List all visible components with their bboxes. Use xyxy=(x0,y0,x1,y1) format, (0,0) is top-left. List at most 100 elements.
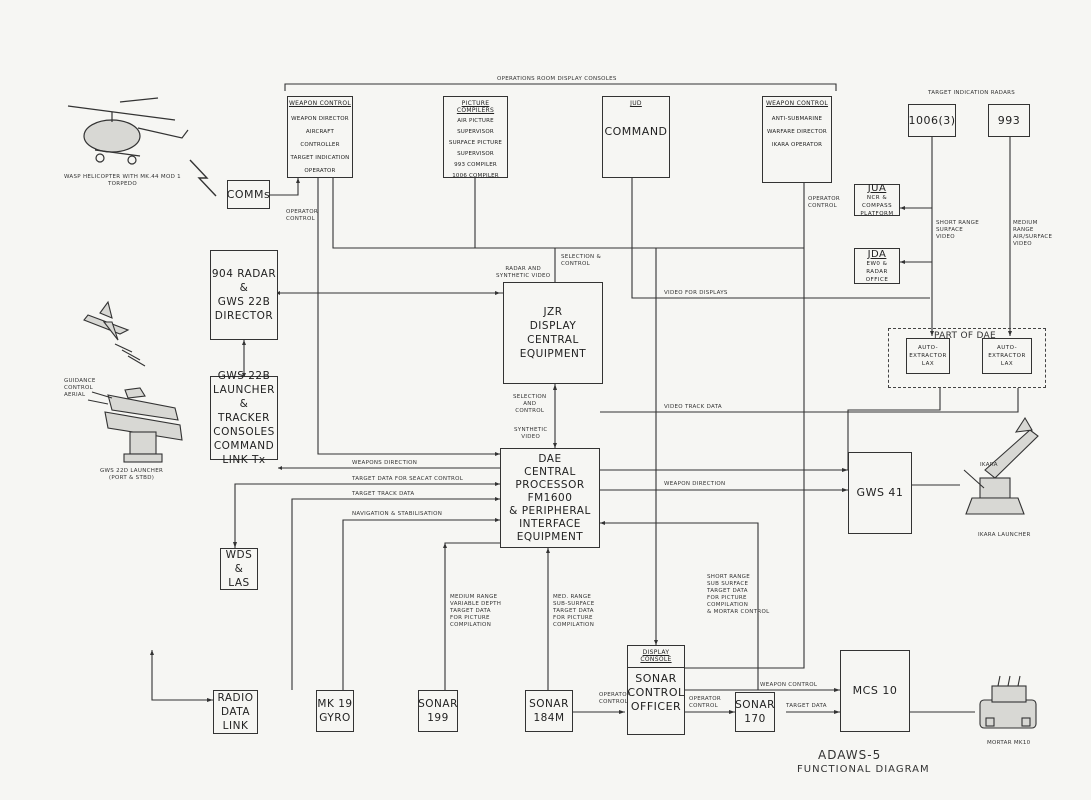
box-line: DATA xyxy=(220,706,251,718)
comms-label: COMMs xyxy=(226,187,271,201)
navigation-stabilisation-label: NAVIGATION & STABILISATION xyxy=(352,511,443,517)
ops-room-label: OPERATIONS ROOM DISPLAY CONSOLES xyxy=(497,76,617,82)
box-line: TRACKER xyxy=(218,412,270,424)
box-line: RADAR xyxy=(866,268,888,275)
operator-control-label: OPERATOR CONTROL xyxy=(689,696,721,710)
box-line: COMMAND xyxy=(213,440,275,452)
console-item: IKARA OPERATOR xyxy=(771,142,823,148)
wasp-label: WASP HELICOPTER WITH MK.44 MOD 1 TORPEDO xyxy=(64,174,181,188)
med-sub-surface-label: MED. RANGE SUB-SURFACE TARGET DATA FOR P… xyxy=(553,594,595,629)
label-line: CONTROL xyxy=(515,408,545,414)
label-line: CONTROL xyxy=(561,261,590,267)
box-line: COMPASS xyxy=(861,202,893,209)
weapon-control-console-2: WEAPON CONTROL ANTI-SUBMARINE WARFARE DI… xyxy=(762,96,832,183)
label-line: & MORTAR CONTROL xyxy=(707,609,770,615)
console-header: JUD xyxy=(630,100,642,107)
label-line: TARGET DATA xyxy=(553,608,594,614)
label-line: CONTROL xyxy=(808,203,837,209)
box-line: CONSOLES xyxy=(213,426,275,438)
box-line: LAS xyxy=(228,577,250,589)
mortar-icon xyxy=(979,675,1037,729)
label-line: COMPILATION xyxy=(707,602,749,608)
target-track-label: TARGET TRACK DATA xyxy=(352,491,415,497)
part-of-dae-group xyxy=(888,328,1046,388)
label-line: SELECTION xyxy=(513,394,547,400)
jua-box: JUA NCR & COMPASS PLATFORM xyxy=(854,182,900,217)
jua-title: JUA xyxy=(867,182,887,194)
ikara-launcher-icon xyxy=(963,416,1039,515)
command-console: JUD COMMAND xyxy=(602,96,670,178)
console-header: WEAPON CONTROL xyxy=(288,100,352,107)
label-line: SYNTHETIC xyxy=(514,427,548,433)
label-line: AND xyxy=(523,401,537,407)
box-line: 904 RADAR & xyxy=(211,268,277,294)
sonar-199-box: SONAR 199 xyxy=(418,690,458,732)
box-line: EXTRACTOR xyxy=(909,353,947,359)
auto-extractor-2: AUTO- EXTRACTOR LAX xyxy=(982,338,1032,374)
mcs10-label: MCS 10 xyxy=(852,684,898,697)
selection-control-label: SELECTION & CONTROL xyxy=(561,254,601,268)
label-line: GUIDANCE xyxy=(64,378,96,384)
video-displays-label: VIDEO FOR DISPLAYS xyxy=(664,290,728,296)
radar-993-label: 993 xyxy=(997,113,1021,127)
label-line: VIDEO xyxy=(521,434,541,440)
radar-993-box: 993 xyxy=(988,104,1030,137)
label-line: VARIABLE DEPTH xyxy=(450,601,502,607)
label-line: TARGET DATA xyxy=(707,588,748,594)
console-item: SUPERVISOR xyxy=(457,151,494,157)
box-line: 199 xyxy=(427,712,449,724)
box-line: SONAR xyxy=(529,698,569,710)
label-line: AERIAL xyxy=(64,392,86,398)
box-line: LINK Tx xyxy=(222,454,266,466)
box-line: GWS 22B xyxy=(217,370,271,382)
label-line: COMPILATION xyxy=(553,622,595,628)
label-line: RANGE xyxy=(1013,227,1034,233)
guidance-label: GUIDANCE CONTROL AERIAL xyxy=(64,378,96,399)
synthetic-video-label: SYNTHETIC VIDEO xyxy=(514,427,547,441)
box-line: SONAR xyxy=(735,699,775,711)
gws22d-label: GWS 22D LAUNCHER (PORT & STBD) xyxy=(100,468,163,482)
console-header: PICTURE COMPILERS xyxy=(456,100,495,114)
box-line: CENTRAL xyxy=(527,334,579,346)
mk19-gyro-box: MK 19 GYRO xyxy=(316,690,354,732)
sonar-170-box: SONAR 170 xyxy=(735,692,775,732)
box-line: DIRECTOR xyxy=(214,310,274,322)
radar-1006-box: 1006(3) xyxy=(908,104,956,137)
console-item: SURFACE PICTURE xyxy=(448,140,503,146)
jda-title: JDA xyxy=(867,248,887,260)
box-line: NCR & xyxy=(866,194,888,201)
box-line: DISPLAY xyxy=(529,320,577,332)
weapons-direction-label: WEAPONS DIRECTION xyxy=(352,460,418,466)
label-line: OPERATOR xyxy=(286,209,318,215)
picture-compilers-console: PICTURE COMPILERS AIR PICTURE SUPERVISOR… xyxy=(443,96,508,179)
box-line: AUTO- xyxy=(917,345,939,351)
gws41-box: GWS 41 xyxy=(848,452,912,534)
box-line: PROCESSOR xyxy=(515,478,585,491)
jzr-display-box: JZR DISPLAY CENTRAL EQUIPMENT xyxy=(503,282,603,384)
box-line: JZR xyxy=(543,306,563,318)
box-line: FM1600 xyxy=(527,491,573,504)
box-line: 184M xyxy=(533,712,565,724)
sonar-control-officer-box: DISPLAY CONSOLE SONAR CONTROL OFFICER xyxy=(627,645,685,735)
label-line: OPERATOR xyxy=(689,696,721,702)
label-line: SHORT RANGE xyxy=(707,574,750,580)
mortar-label: MORTAR MK10 xyxy=(987,740,1031,746)
comms-box: COMMs xyxy=(227,180,270,209)
box-line: GWS 22B xyxy=(217,296,271,308)
box-line: CENTRAL xyxy=(524,465,576,478)
ops-room-bracket xyxy=(284,83,837,91)
label-line: SURFACE xyxy=(936,227,964,233)
label-line: FOR PICTURE xyxy=(553,615,593,621)
mcs10-box: MCS 10 xyxy=(840,650,910,732)
box-line: MK 19 xyxy=(317,698,353,710)
box-line: LINK xyxy=(222,720,249,732)
label-line: TARGET DATA xyxy=(450,608,491,614)
label-line: MEDIUM RANGE xyxy=(450,594,498,600)
label-line: CONTROL xyxy=(599,699,628,705)
box-line: & xyxy=(234,563,244,575)
box-line: RADIO xyxy=(217,692,254,704)
box-line: CONTROL xyxy=(627,686,685,699)
operator-control-label: OPERATOR CONTROL xyxy=(599,692,631,706)
label-line: OPERATOR xyxy=(808,196,840,202)
radar-synthetic-label: RADAR AND SYNTHETIC VIDEO xyxy=(496,266,550,280)
